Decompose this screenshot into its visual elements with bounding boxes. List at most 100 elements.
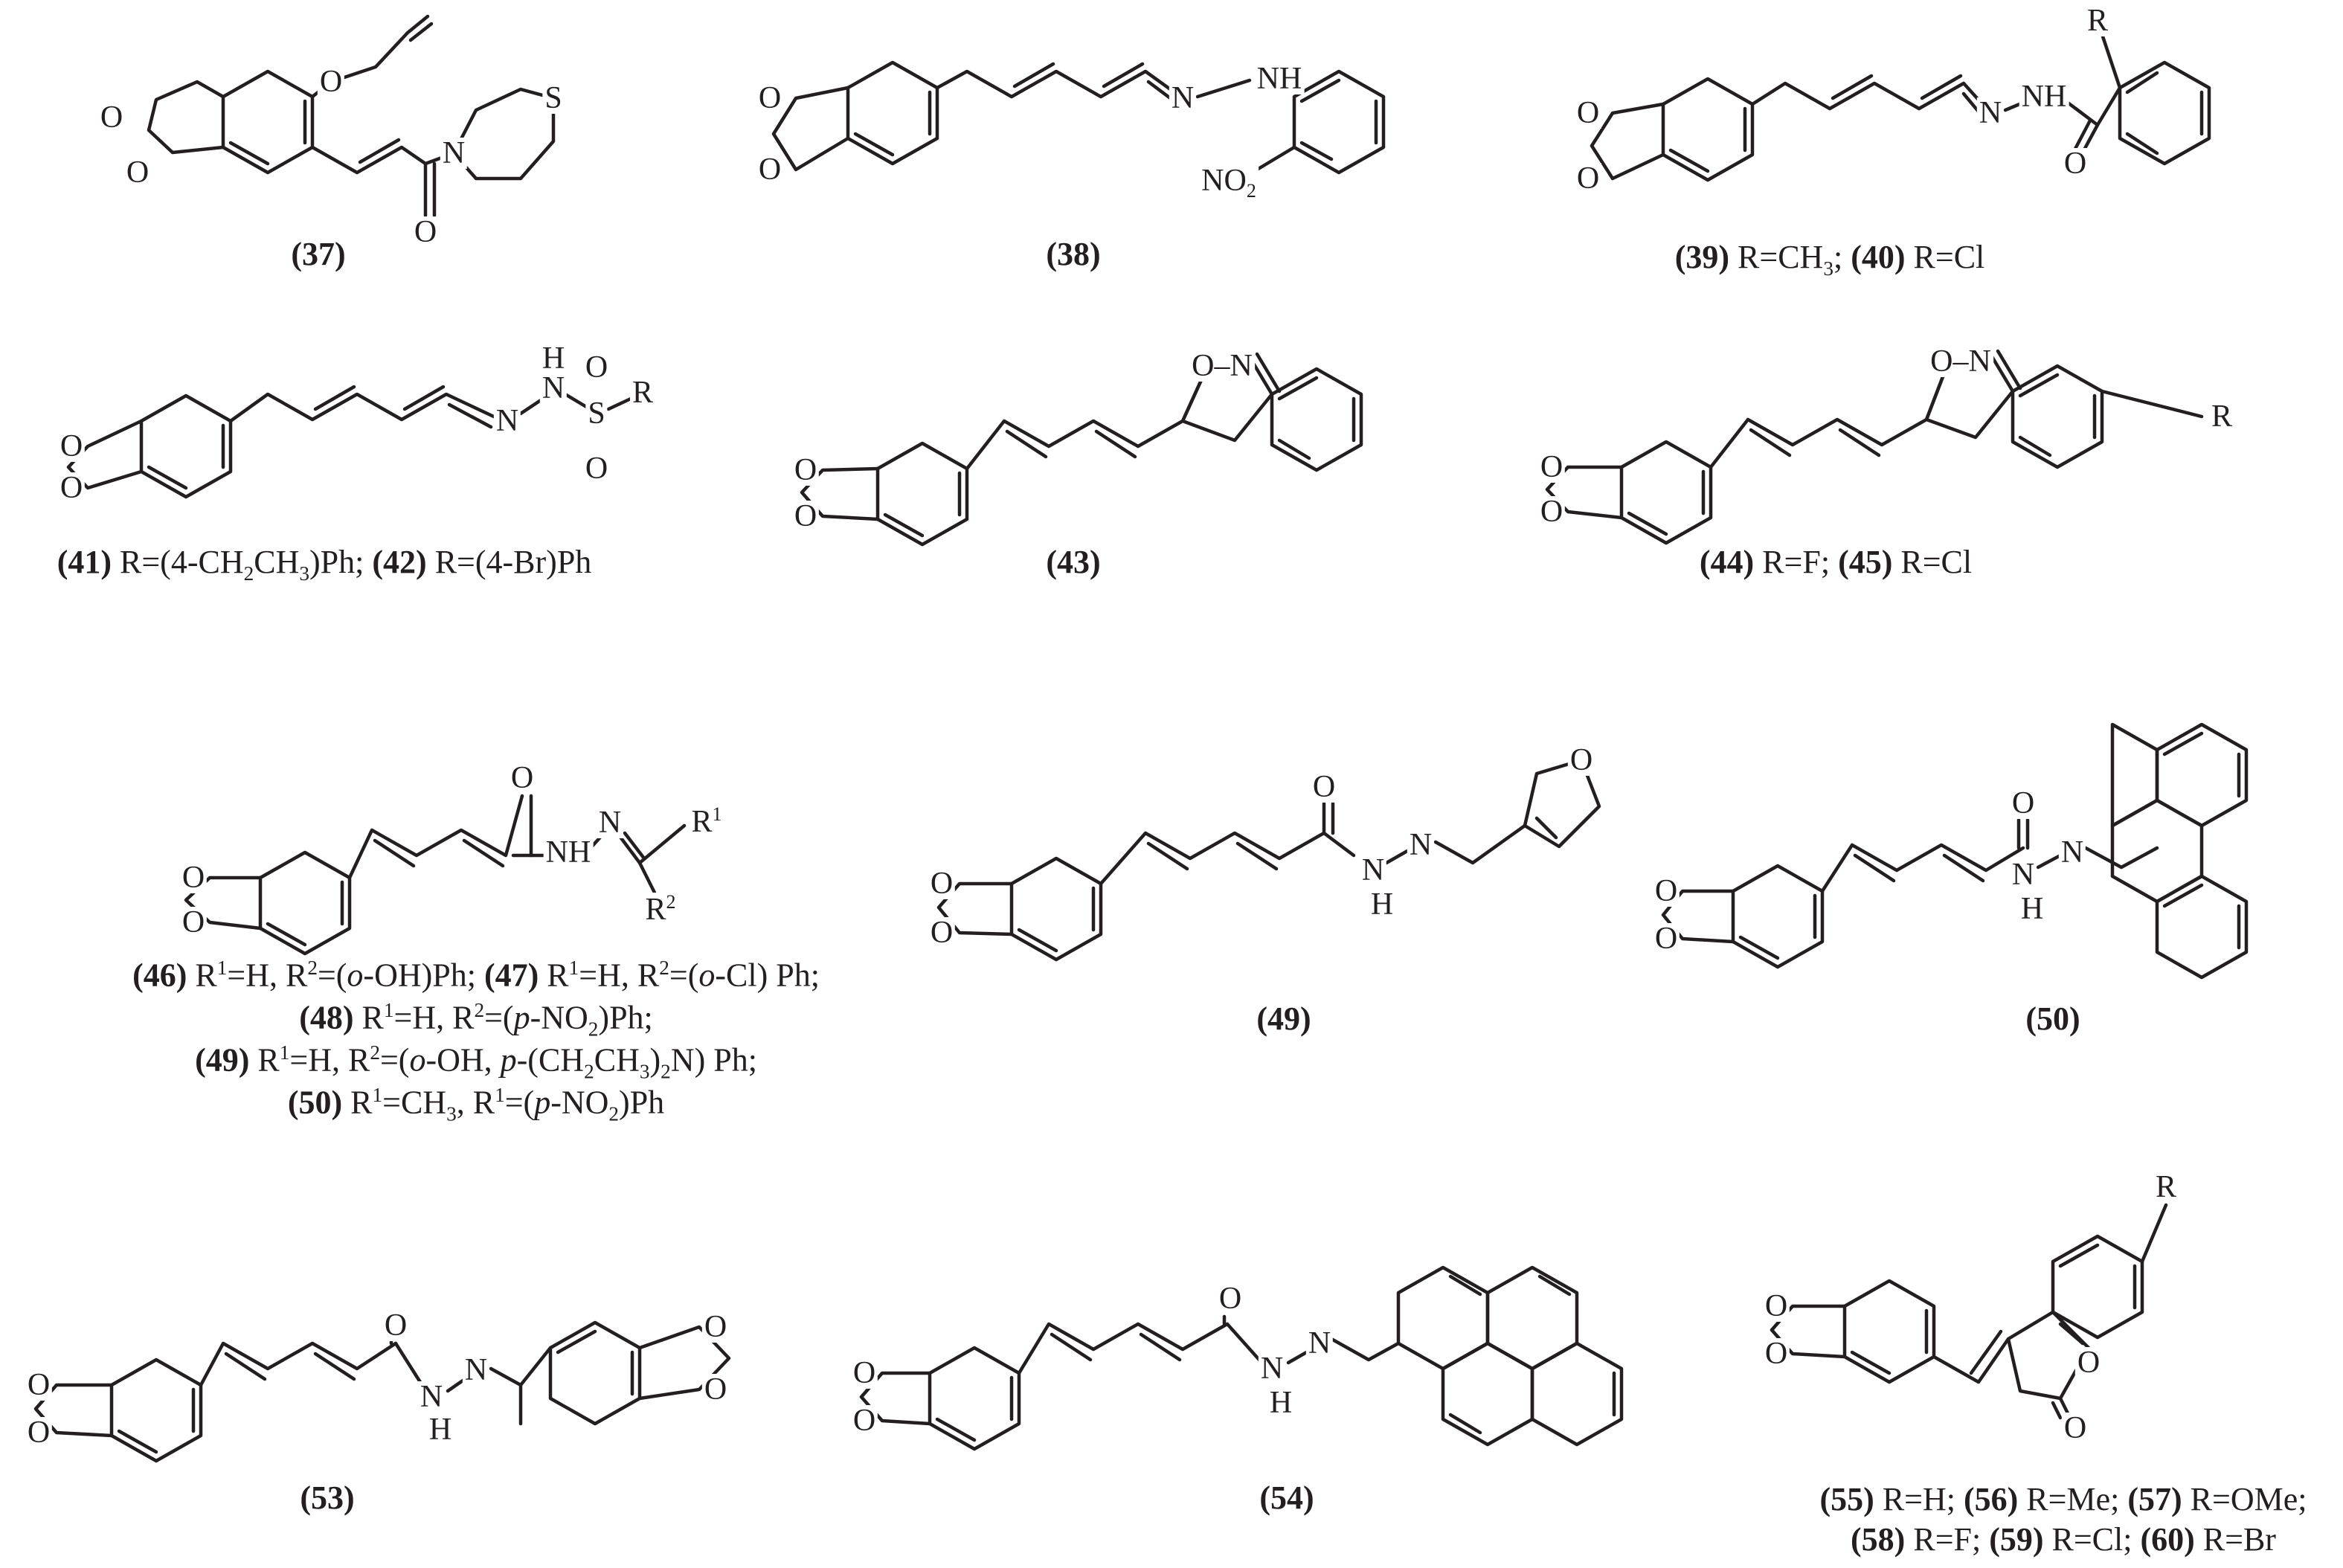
furanone-55 — [2006, 1310, 2091, 1401]
caption-c46-50-line-4: (50) R1=CH3, R1=(p-NO2)Ph — [287, 1084, 665, 1125]
atom-label-c54-0: O — [850, 1357, 878, 1389]
atom-label-c46-50-1: O — [179, 907, 208, 938]
atom-label-c53-3: N — [417, 1381, 446, 1413]
diene-chain-43 — [965, 370, 1207, 471]
ring-39-phenyl — [2118, 60, 2211, 166]
caption-c38: (38) — [1046, 236, 1101, 272]
atom-label-c37-4: N — [440, 138, 468, 169]
atom-label-c54-3: N — [1258, 1353, 1286, 1384]
structure-41-42 — [66, 385, 633, 499]
diene-chain-41 — [228, 392, 499, 423]
imine-49 — [1433, 823, 1527, 865]
atom-label-c41-42-0: O — [57, 431, 86, 462]
atom-label-c46-50-4: N — [596, 807, 624, 838]
ring-38-nitrophenyl — [1292, 69, 1386, 175]
imine-54 — [1329, 1337, 1401, 1362]
atom-label-c53-2: O — [382, 1310, 410, 1341]
atom-label-c43-1: O — [791, 501, 820, 532]
ring-46-benzodioxole — [258, 850, 352, 956]
enone-chain-37 — [310, 145, 456, 175]
ring-37-dioxole — [147, 80, 225, 155]
structure-38 — [771, 60, 1386, 175]
atom-label-c37-0: O — [317, 66, 345, 97]
atom-label-c53-6: O — [701, 1311, 730, 1343]
atom-label-c37-5: O — [411, 216, 440, 248]
caption-c55-60: (55) R=H; (56) R=Me; (57) R=OMe; — [1819, 1481, 2307, 1517]
atom-label-c49-3: N — [1359, 855, 1387, 886]
ring-44-aryl — [2011, 364, 2104, 469]
caption-c53: (53) — [300, 1479, 355, 1516]
caption-c54: (54) — [1259, 1479, 1314, 1516]
structure-53 — [33, 1320, 731, 1463]
atom-label-c50-1: O — [1652, 923, 1680, 954]
atom-label-c50-5: N — [2058, 837, 2086, 868]
structure-37 — [147, 14, 556, 218]
atom-label-c44-45-0: O — [1537, 452, 1566, 483]
caption-c46-50-line-3: (49) R1=H, R2=(o-OH, p-(CH2CH3)2N) Ph; — [195, 1041, 757, 1083]
atom-label-c41-42-4: N — [539, 373, 568, 404]
atom-label-c41-42-6: O — [582, 352, 611, 383]
atom-label-c53-4: H — [426, 1414, 454, 1445]
atom-label-c46-50-2: O — [508, 762, 536, 794]
ring-50-anthracene-c — [2155, 874, 2249, 980]
atom-label-c53-5: N — [462, 1355, 490, 1386]
atom-label-c54-1: O — [850, 1405, 878, 1436]
diene-chain-54 — [1017, 1322, 1267, 1375]
atom-label-c44-45-2: O–N — [1928, 346, 1993, 377]
atom-label-c37-2: O — [123, 157, 152, 188]
imine-53 — [489, 1346, 553, 1387]
diene-chain-49 — [1099, 831, 1356, 886]
caption-c41-42: (41) R=(4-CH2CH3)Ph; (42) R=(4-Br)Ph — [57, 544, 592, 585]
ring-41-benzodioxole — [139, 393, 233, 499]
diene-chain-39 — [1750, 81, 1993, 115]
atom-label-c49-1: O — [928, 917, 956, 948]
atom-label-c53-7: O — [701, 1374, 730, 1405]
atom-label-c55-60-0: O — [1762, 1291, 1790, 1322]
atom-label-c41-42-1: O — [57, 472, 86, 504]
ring-43-phenyl — [1270, 367, 1363, 472]
atom-label-c39-40-4: O — [2061, 148, 2089, 179]
isoxazoline-44 — [1924, 352, 2015, 440]
ring-50-anthracene-a — [2155, 722, 2249, 828]
ring-55-aryl — [2051, 1234, 2144, 1340]
structure-50 — [1661, 722, 2249, 980]
structure-55-60 — [1770, 1203, 2168, 1420]
atom-label-c39-40-5: R — [2084, 5, 2111, 36]
exocyclic-55 — [1932, 1337, 2011, 1384]
atom-label-c38-0: O — [756, 83, 784, 114]
caption-c43: (43) — [1046, 544, 1101, 580]
ring-53-benzodioxole-a — [109, 1357, 203, 1463]
caption-c39-40: (39) R=CH3; (40) R=Cl — [1674, 239, 1985, 280]
diene-chain-44 — [1709, 367, 1948, 469]
caption-c46-50: (46) R1=H, R2=(o-OH)Ph; (47) R1=H, R2=(o… — [132, 957, 820, 994]
furan-49 — [1523, 758, 1601, 849]
atom-label-c41-42-7: O — [582, 453, 611, 484]
diene-chain-46 — [347, 794, 524, 880]
atom-label-c37-1: O — [97, 102, 126, 133]
caption-c55-60-line-2: (58) R=F; (59) R=Cl; (60) R=Br — [1851, 1521, 2276, 1558]
structure-43 — [800, 352, 1363, 547]
ring-53-benzodioxole-b — [548, 1320, 642, 1426]
ring-54-pyrene-d — [1530, 1341, 1624, 1447]
atom-label-c54-5: N — [1305, 1328, 1334, 1359]
carbonyl-39 — [2066, 86, 2122, 127]
atom-label-c50-0: O — [1652, 875, 1680, 907]
thiomorpholine-37 — [451, 87, 556, 181]
ring-44-benzodioxole — [1619, 440, 1713, 545]
atom-label-c49-2: O — [1310, 771, 1338, 803]
ring-55-benzodioxole — [1842, 1279, 1936, 1384]
atom-label-c53-0: O — [25, 1369, 53, 1401]
ring-50-anthracene-b — [2110, 798, 2204, 904]
atom-label-c46-50-5: R1 — [689, 804, 724, 838]
atom-label-c43-2: O–N — [1189, 350, 1255, 382]
atom-label-c38-3: NH — [1254, 63, 1305, 94]
atom-label-c50-2: O — [2009, 788, 2037, 819]
ring-54-pyrene-a — [1396, 1265, 1490, 1371]
caption-c50: (50) — [2025, 1000, 2080, 1037]
atom-label-c55-60-3: O — [2061, 1413, 2089, 1444]
ring-43-benzodioxole — [875, 441, 969, 547]
atom-label-c55-60-2: O — [2074, 1347, 2103, 1378]
atom-label-c46-50-3: NH — [543, 837, 594, 868]
atom-label-c49-6: O — [1567, 745, 1595, 776]
